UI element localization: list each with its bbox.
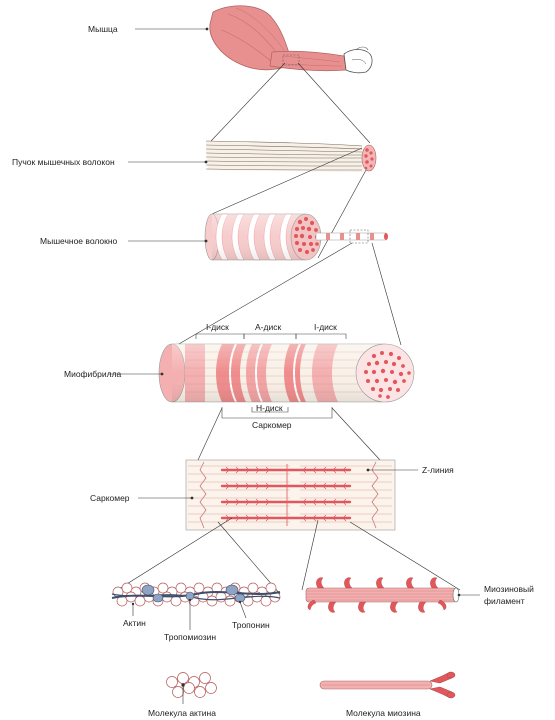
myofibril [158,343,415,403]
label-fiber: Мышечное волокно [40,236,118,246]
connector-sarcomere-actin-right [217,521,281,595]
label-actin: Актин [123,618,146,628]
label-z-line: Z-линия [422,465,454,475]
connector-sarcomere-actin-left [113,517,233,593]
connector-sarcomere-myosin-left [301,519,319,591]
troponin-leader [239,601,247,619]
connector-myofibril-sarcomere-left [197,407,223,461]
connector-bundle-fiber-left [211,147,363,215]
label-h-disc: H-диск [256,403,283,413]
connector-fiber-myofibril-left [171,242,353,349]
connector-sarcomere-myosin-right [349,521,461,591]
band-brackets [195,333,347,419]
label-tropomyosin: Тропомиозин [164,632,216,642]
label-i-disc-left: I-диск [206,322,229,332]
label-troponin: Тропонин [232,620,270,630]
actin-molecule [166,672,217,698]
myosin-molecule [319,671,456,699]
troponin-pointer-dot [238,600,242,604]
connector-arm-bundle-right [297,62,371,144]
label-myosin-filament-1: Миозиновый [484,584,534,594]
label-bundle: Пучок мышечных волокон [12,157,115,167]
thick-filament [305,577,460,613]
label-sarcomere: Саркомер [90,493,130,503]
tropomyosin-pointer-dot [188,598,192,602]
arm-illustration [209,5,373,74]
connector-myofibril-sarcomere-right [331,407,381,461]
label-myosin-molecule: Молекула миозина [346,708,421,718]
sarcomere-detail [185,459,396,531]
fiber-bundle [205,140,377,172]
label-actin-molecule: Молекула актина [148,708,216,718]
label-sarcomere-bracket: Саркомер [252,420,292,430]
connector-bundle-fiber-right [317,169,367,259]
muscle-fiber [204,213,388,261]
connector-fiber-myofibril-right [371,242,402,346]
label-myofibril: Миофибрилла [64,369,122,379]
label-a-disc: A-диск [255,322,281,332]
label-i-disc-right: I-диск [314,322,337,332]
actin-pointer-dot [131,602,135,606]
thin-filament [111,582,281,607]
label-muscle: Мышца [88,24,118,34]
connector-arm-bundle-left [210,62,286,142]
label-myosin-filament-2: филамент [484,596,525,606]
